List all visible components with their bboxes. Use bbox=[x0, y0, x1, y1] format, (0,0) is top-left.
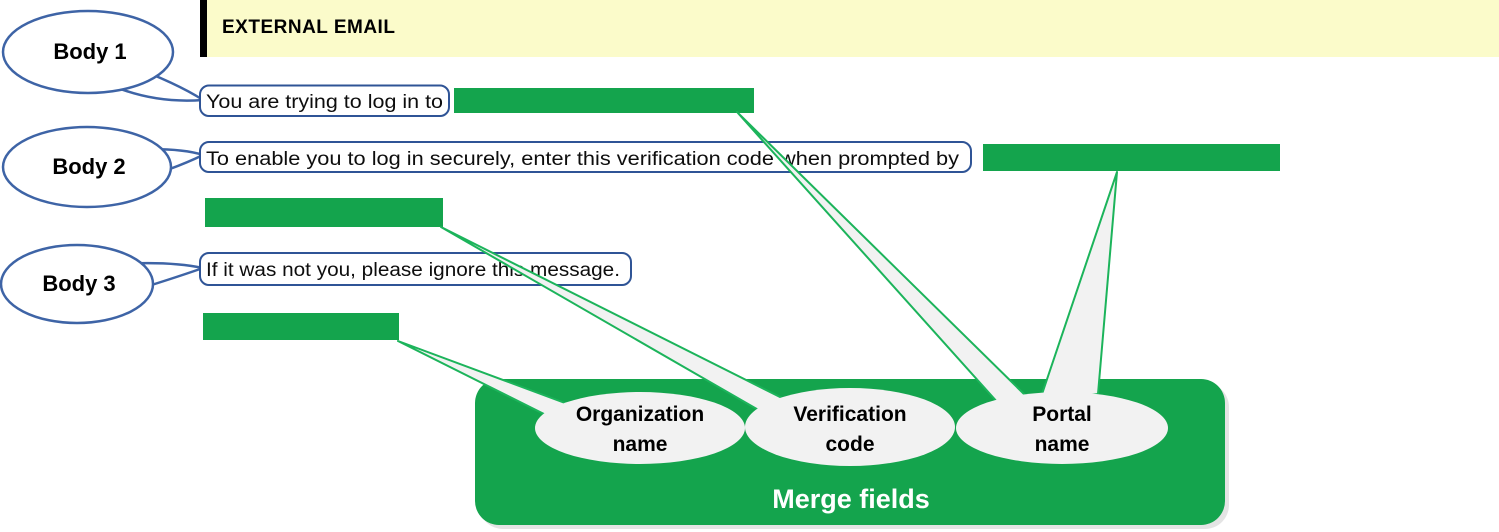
banner-label: EXTERNAL EMAIL bbox=[222, 17, 395, 38]
connector-portal-2 bbox=[1039, 171, 1118, 401]
callout-bubble bbox=[1, 125, 173, 209]
body-textbox bbox=[199, 141, 972, 173]
banner-background bbox=[207, 0, 1499, 57]
callout-body-1: Body 1 bbox=[1, 9, 205, 102]
callout-bubble bbox=[1, 9, 175, 95]
body-text: If it was not you, please ignore this me… bbox=[206, 260, 620, 281]
merge-field-organization-name: Organization name bbox=[535, 392, 745, 464]
callout-body-3: Body 3 bbox=[0, 243, 205, 325]
callout-label: Body 1 bbox=[53, 39, 126, 64]
callout-label: Body 3 bbox=[42, 271, 115, 296]
body-text: You are trying to log in to bbox=[206, 92, 443, 113]
merge-field-portal-name: Portal name bbox=[956, 392, 1168, 464]
merge-field-label-line2: name bbox=[613, 433, 668, 456]
merge-field-label-line1: Verification bbox=[793, 403, 906, 426]
merge-field-ellipse bbox=[535, 392, 745, 464]
callout-bubble bbox=[0, 243, 155, 325]
callout-body-2: Body 2 bbox=[1, 125, 205, 209]
placeholder-verification-code bbox=[205, 198, 443, 227]
placeholder-portal-name-1 bbox=[454, 88, 754, 113]
merge-field-label-line1: Portal bbox=[1032, 403, 1092, 426]
merge-field-verification-code: Verification code bbox=[745, 388, 955, 466]
merge-field-ellipse bbox=[745, 388, 955, 466]
body-line-1: You are trying to log in to bbox=[199, 84, 450, 117]
body-line-2: To enable you to log in securely, enter … bbox=[199, 141, 972, 173]
merge-field-label-line1: Organization bbox=[576, 403, 704, 426]
merge-field-ellipse bbox=[956, 392, 1168, 464]
placeholder-portal-name-2 bbox=[983, 144, 1280, 171]
body-line-3: If it was not you, please ignore this me… bbox=[199, 252, 632, 286]
body-textbox bbox=[199, 84, 450, 117]
merge-field-label-line2: name bbox=[1035, 433, 1090, 456]
placeholder-organization-name bbox=[203, 313, 399, 340]
external-email-banner: EXTERNAL EMAIL bbox=[200, 0, 1499, 57]
body-text: To enable you to log in securely, enter … bbox=[206, 149, 960, 170]
merge-fields-title: Merge fields bbox=[772, 484, 930, 514]
body-textbox bbox=[199, 252, 632, 286]
banner-left-bar bbox=[200, 0, 207, 57]
callout-label: Body 2 bbox=[52, 154, 125, 179]
merge-field-label-line2: code bbox=[825, 433, 874, 456]
